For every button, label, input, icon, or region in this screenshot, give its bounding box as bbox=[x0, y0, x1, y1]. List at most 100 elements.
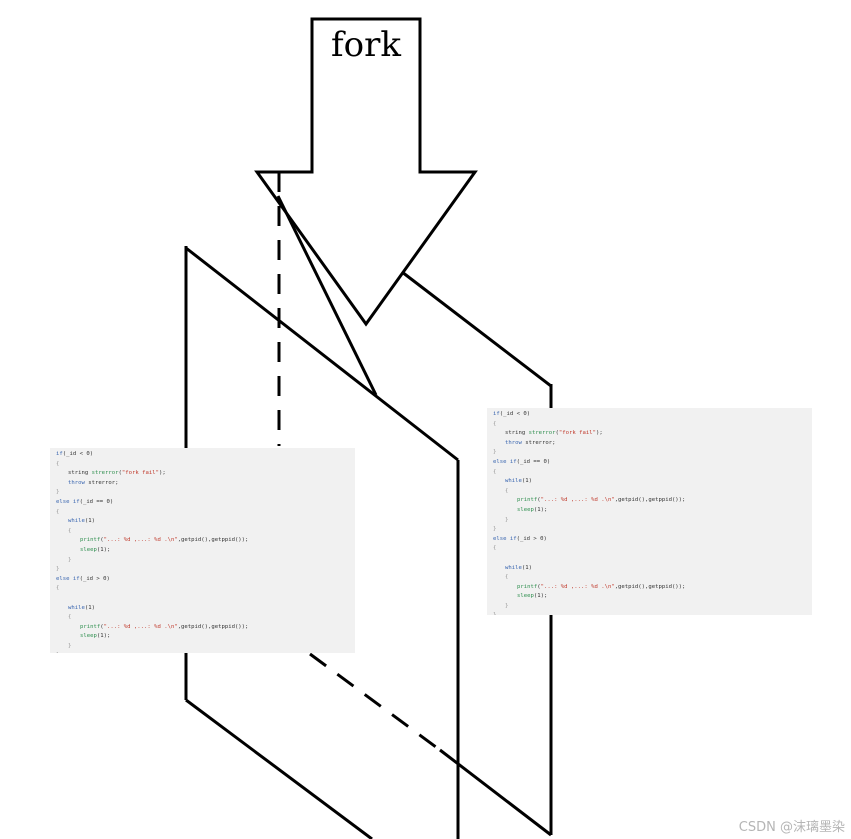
code-line: sleep(1); bbox=[493, 592, 806, 602]
fork-arrow bbox=[254, 17, 478, 327]
code-line: if(_id < 0) bbox=[56, 450, 349, 460]
code-token: else if bbox=[56, 498, 80, 505]
code-token: (_id < 0) bbox=[499, 411, 531, 417]
code-token: ,getpid(),getppid()); bbox=[177, 623, 249, 630]
parent-code-snippet: if(_id < 0){string strerror("fork fail")… bbox=[50, 448, 355, 653]
code-token: ( bbox=[100, 623, 104, 630]
code-token: ( bbox=[537, 583, 541, 590]
code-token: (1); bbox=[96, 633, 111, 640]
code-token: sleep bbox=[517, 593, 534, 600]
code-line: sleep(1); bbox=[493, 506, 806, 516]
code-line: } bbox=[493, 448, 806, 458]
code-line: { bbox=[56, 460, 349, 470]
code-line: { bbox=[56, 584, 349, 594]
code-token: } bbox=[505, 602, 509, 609]
code-token: while bbox=[68, 604, 85, 611]
code-token: "...: %d ,...: %d .\n" bbox=[540, 583, 615, 590]
code-line: while(1) bbox=[56, 517, 349, 527]
code-line: throw strerror; bbox=[56, 479, 349, 489]
code-token: { bbox=[493, 420, 497, 427]
code-token: (_id > 0) bbox=[79, 575, 110, 582]
code-token: strerror bbox=[528, 430, 556, 437]
code-line: else if(_id == 0) bbox=[56, 498, 349, 508]
code-token: strerror bbox=[91, 470, 119, 477]
code-line: } bbox=[493, 516, 806, 526]
code-token: ,getpid(),getppid()); bbox=[614, 497, 686, 504]
code-token: "...: %d ,...: %d .\n" bbox=[103, 623, 178, 630]
code-token: { bbox=[493, 545, 497, 552]
code-token: while bbox=[505, 564, 522, 571]
code-token: sleep bbox=[80, 633, 97, 640]
code-token: } bbox=[68, 556, 72, 563]
code-token: { bbox=[56, 460, 60, 467]
code-token: ( bbox=[555, 430, 559, 437]
code-token: throw bbox=[68, 479, 85, 486]
code-token: } bbox=[505, 516, 509, 523]
code-token: string bbox=[68, 470, 92, 477]
code-token: string bbox=[505, 430, 529, 437]
code-token: (_id == 0) bbox=[79, 498, 114, 505]
code-token: (_id < 0) bbox=[62, 451, 94, 457]
code-line: } bbox=[56, 565, 349, 575]
hidden-edges bbox=[277, 172, 441, 752]
code-token: "fork fail" bbox=[558, 430, 596, 437]
code-token: { bbox=[505, 574, 509, 581]
code-token: { bbox=[505, 487, 509, 494]
code-token: } bbox=[68, 642, 72, 649]
code-token: } bbox=[56, 566, 60, 573]
code-line: { bbox=[493, 468, 806, 478]
code-token: ( bbox=[118, 470, 122, 477]
code-token: } bbox=[56, 652, 59, 653]
code-token: } bbox=[493, 449, 497, 456]
code-token: ,getpid(),getppid()); bbox=[177, 537, 249, 544]
code-token: ( bbox=[100, 537, 104, 544]
code-token: if bbox=[56, 451, 63, 457]
code-line: { bbox=[493, 544, 806, 554]
code-token: strerror; bbox=[84, 479, 119, 486]
code-token: ,getpid(),getppid()); bbox=[614, 583, 686, 590]
code-token: (1); bbox=[533, 506, 548, 513]
code-token: } bbox=[493, 612, 496, 615]
code-line: } bbox=[56, 642, 349, 652]
code-token: sleep bbox=[517, 506, 534, 513]
code-line: sleep(1); bbox=[56, 546, 349, 556]
code-line: { bbox=[493, 487, 806, 497]
code-line: while(1) bbox=[56, 604, 349, 614]
code-token: printf bbox=[517, 497, 538, 504]
code-token: "...: %d ,...: %d .\n" bbox=[540, 497, 615, 504]
code-token: ( bbox=[537, 497, 541, 504]
code-line: printf("...: %d ,...: %d .\n",getpid(),g… bbox=[56, 536, 349, 546]
code-token: printf bbox=[517, 583, 538, 590]
code-line: printf("...: %d ,...: %d .\n",getpid(),g… bbox=[56, 623, 349, 633]
code-token: (_id == 0) bbox=[516, 458, 551, 465]
code-token: (1) bbox=[521, 564, 532, 571]
code-token: if bbox=[493, 411, 500, 417]
code-line: while(1) bbox=[493, 564, 806, 574]
code-token: strerror; bbox=[521, 439, 556, 446]
code-line: { bbox=[56, 508, 349, 518]
code-token: printf bbox=[80, 623, 101, 630]
code-token: { bbox=[493, 468, 497, 475]
code-token: sleep bbox=[80, 546, 97, 553]
code-token: else if bbox=[493, 458, 517, 465]
code-token: } bbox=[493, 526, 497, 533]
watermark: CSDN @沫璃墨染 bbox=[738, 820, 845, 835]
code-token: "...: %d ,...: %d .\n" bbox=[103, 537, 178, 544]
code-token: } bbox=[56, 489, 60, 496]
code-line: else if(_id > 0) bbox=[56, 575, 349, 585]
code-token: (1) bbox=[84, 518, 95, 525]
code-line: } bbox=[56, 651, 349, 653]
code-token: ); bbox=[595, 430, 603, 437]
code-token: { bbox=[68, 614, 72, 621]
code-line bbox=[56, 594, 349, 604]
code-token: (1) bbox=[521, 478, 532, 485]
code-line: { bbox=[56, 613, 349, 623]
fork-label: fork bbox=[331, 25, 401, 65]
code-token: throw bbox=[505, 439, 522, 446]
code-line: string strerror("fork fail"); bbox=[493, 429, 806, 439]
child-code-snippet: if(_id < 0){string strerror("fork fail")… bbox=[487, 408, 812, 615]
code-token: (1); bbox=[96, 546, 111, 553]
code-line: else if(_id == 0) bbox=[493, 458, 806, 468]
